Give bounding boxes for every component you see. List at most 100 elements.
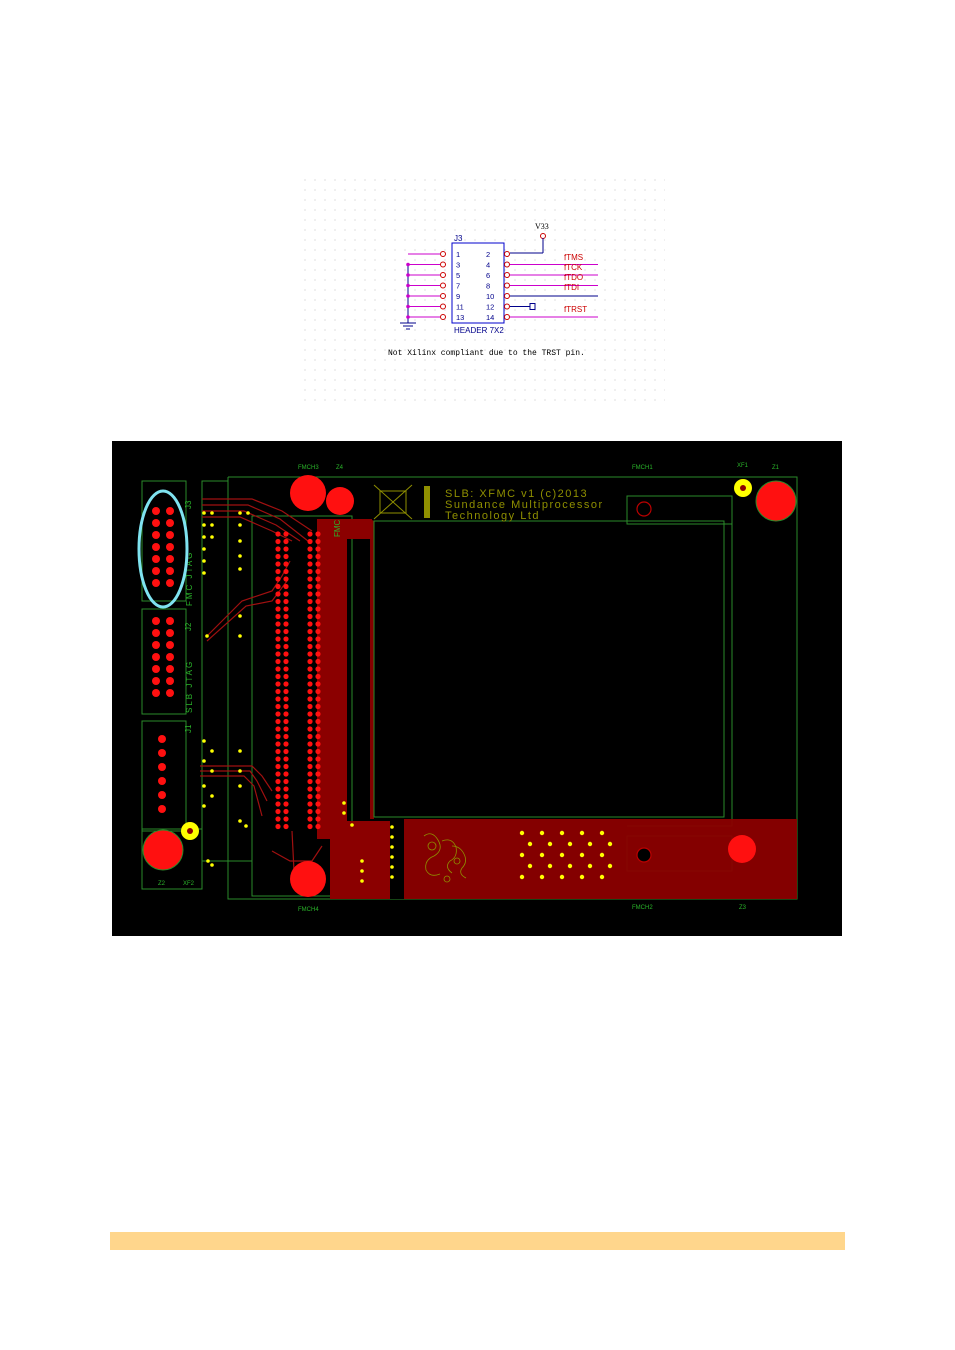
pcb-pad	[275, 816, 281, 822]
pcb-via	[519, 874, 525, 880]
pcb-pad	[158, 749, 166, 757]
pcb-pad	[283, 763, 289, 770]
pcb-pad	[283, 658, 289, 665]
pcb-pad	[315, 538, 321, 545]
pcb-pad	[152, 543, 160, 551]
pcb-via	[206, 859, 210, 863]
pcb-pad	[275, 763, 281, 770]
pcb-via	[539, 830, 545, 836]
silk-logo-artwork	[423, 833, 467, 883]
pcb-via	[210, 794, 214, 798]
pcb-pad	[166, 641, 174, 649]
pcb-pad	[283, 801, 289, 807]
pcb-pad	[283, 568, 289, 575]
pcb-pad	[307, 553, 313, 560]
pcb-pad	[315, 636, 321, 642]
pcb-via	[527, 841, 533, 847]
pcb-pad	[275, 583, 281, 590]
pcb-pad	[152, 641, 160, 649]
pcb-pad	[166, 555, 174, 563]
pcb-pad	[283, 741, 289, 747]
pcb-pad	[315, 748, 321, 755]
silk-slb-jtag: SLB JTAG	[185, 660, 194, 713]
pcb-pad	[315, 786, 321, 792]
pcb-pad	[307, 546, 313, 552]
pcb-pad	[275, 621, 281, 627]
pcb-pad	[307, 561, 313, 567]
pcb-pad	[307, 583, 313, 590]
power-label-v33: V33	[535, 222, 549, 231]
pcb-pad	[275, 711, 281, 717]
pcb-pad	[315, 561, 321, 567]
pcb-via	[559, 874, 565, 880]
pin-number-left: 1	[456, 250, 460, 259]
pcb-via	[246, 511, 250, 515]
pcb-pad	[166, 653, 174, 661]
pcb-pad	[307, 591, 313, 597]
pcb-pad	[307, 748, 313, 755]
pcb-via	[547, 863, 553, 869]
pcb-pad	[166, 567, 174, 575]
pcb-via	[202, 784, 206, 788]
silk-title-line-2: Sundance Multiprocessor	[445, 499, 604, 511]
pcb-pad	[307, 688, 313, 695]
pcb-via	[202, 559, 206, 563]
pcb-pad	[275, 808, 281, 815]
pcb-via	[559, 830, 565, 836]
pcb-pad	[275, 801, 281, 807]
pcb-via	[342, 811, 346, 815]
pcb-via	[567, 863, 573, 869]
pcb-pad	[307, 606, 313, 612]
pcb-pad	[275, 688, 281, 695]
pcb-via	[579, 830, 585, 836]
pcb-pad	[275, 591, 281, 597]
pcb-pad	[166, 519, 174, 527]
pcb-via	[238, 523, 242, 527]
pcb-pad	[152, 617, 160, 625]
designator-fmch3: FMCH3	[298, 465, 319, 471]
pcb-pad	[166, 629, 174, 637]
pcb-pad	[166, 579, 174, 587]
pcb-pad	[283, 786, 289, 792]
pcb-via	[238, 539, 242, 543]
pcb-pad	[307, 726, 313, 732]
silk-label-j2: J2	[184, 622, 193, 631]
pcb-via	[210, 769, 214, 773]
pcb-pad	[283, 771, 289, 777]
pcb-pad	[315, 778, 321, 785]
pcb-pad	[315, 711, 321, 717]
pcb-via	[559, 852, 565, 858]
net-label-ftck: fTCK	[564, 263, 583, 272]
pcb-pad	[283, 606, 289, 612]
pcb-pad	[307, 741, 313, 747]
pcb-pad	[283, 643, 289, 650]
pcb-pad	[315, 531, 321, 537]
pcb-pad	[307, 771, 313, 777]
pcb-pad	[307, 778, 313, 785]
pcb-via	[390, 845, 394, 849]
copper-pour	[370, 519, 797, 899]
pcb-pad	[315, 583, 321, 590]
pin-number-right: 10	[486, 292, 494, 301]
highlight-fmc-jtag-ellipse	[137, 489, 189, 609]
pcb-pad	[152, 555, 160, 563]
pcb-via	[210, 511, 214, 515]
mounting-pad-z4	[326, 487, 354, 515]
pcb-layout: SLB: XFMC v1 (c)2013 Sundance Multiproce…	[112, 441, 842, 936]
pcb-pad	[315, 643, 321, 650]
pcb-pad	[315, 546, 321, 552]
mounting-pad-z1	[755, 480, 797, 522]
pcb-via	[238, 784, 242, 788]
silk-title-line-3: Technology Ltd	[445, 510, 540, 522]
pcb-pad	[275, 756, 281, 762]
pcb-via	[390, 835, 394, 839]
pin-number-left: 11	[456, 303, 464, 312]
pcb-via	[527, 863, 533, 869]
pcb-pad	[315, 598, 321, 605]
net-label-ftdo: fTDO	[564, 273, 583, 282]
pin-number-left: 13	[456, 313, 464, 322]
designator-fmch2: FMCH2	[632, 905, 653, 911]
pcb-pad	[152, 653, 160, 661]
pcb-pad	[158, 735, 166, 743]
